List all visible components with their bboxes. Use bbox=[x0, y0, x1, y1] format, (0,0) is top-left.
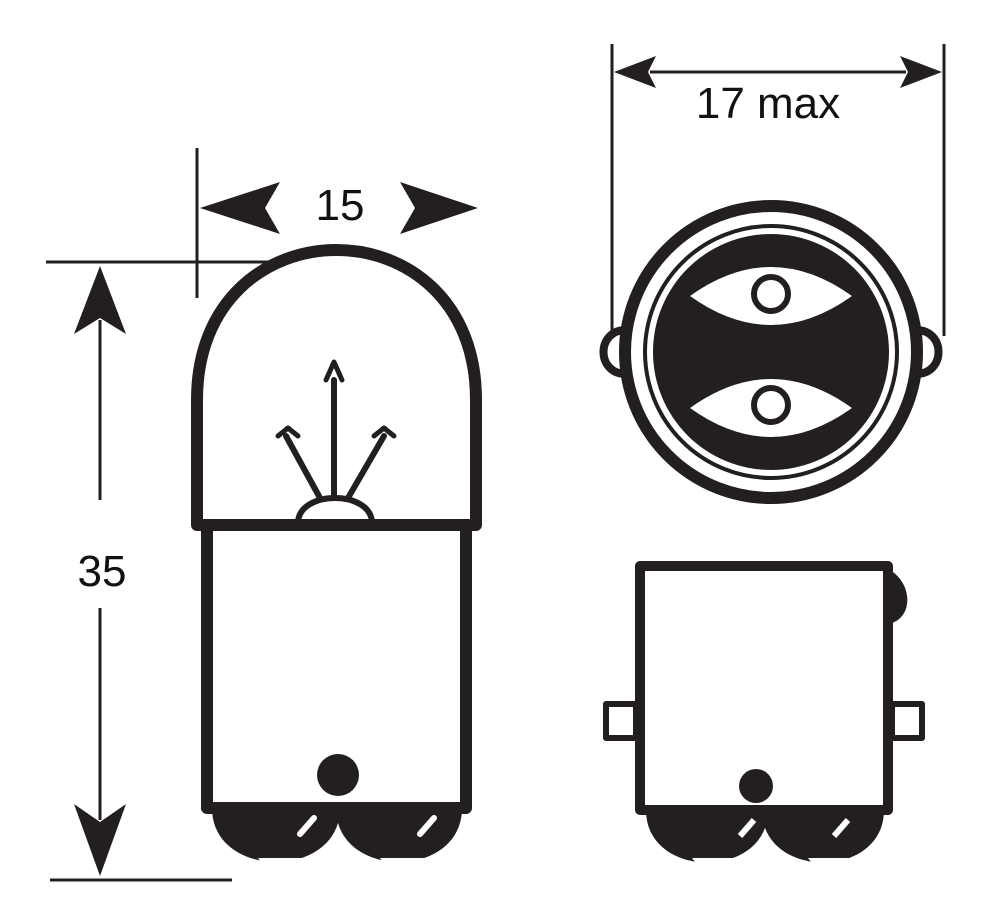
contact-left-highlight bbox=[258, 858, 314, 871]
bayonet-pin-2 bbox=[739, 769, 773, 803]
arrow-up-head bbox=[74, 266, 126, 334]
side-pin-left bbox=[603, 701, 639, 741]
base-end-view bbox=[599, 200, 943, 504]
arrow-right-head bbox=[400, 182, 478, 234]
contact-dot-upper bbox=[751, 274, 791, 314]
base-side-view bbox=[603, 561, 925, 871]
bulb-side-view bbox=[191, 244, 482, 871]
contact-left-2 bbox=[646, 810, 768, 863]
side-pin-right bbox=[889, 701, 925, 741]
height-dimension bbox=[46, 260, 276, 882]
diameter-dimension bbox=[610, 44, 946, 336]
diameter-label: 17 max bbox=[696, 79, 840, 128]
filament-mount bbox=[295, 495, 375, 525]
contact-right bbox=[336, 808, 462, 862]
contact-right-highlight bbox=[380, 858, 436, 871]
width-dimension bbox=[195, 148, 478, 298]
metal-base bbox=[201, 519, 472, 814]
width-label: 15 bbox=[316, 181, 365, 230]
contact-left bbox=[212, 808, 340, 862]
arrow-down-head bbox=[74, 804, 126, 876]
contact-dot-lower bbox=[751, 385, 791, 425]
arrow-right-head-2 bbox=[900, 56, 942, 88]
height-label: 35 bbox=[78, 547, 127, 596]
arrow-left-head-2 bbox=[614, 56, 656, 88]
bayonet-pin bbox=[317, 754, 359, 796]
contact-right-2 bbox=[762, 810, 884, 863]
arrow-left-head bbox=[200, 182, 280, 234]
base-body bbox=[635, 561, 893, 815]
